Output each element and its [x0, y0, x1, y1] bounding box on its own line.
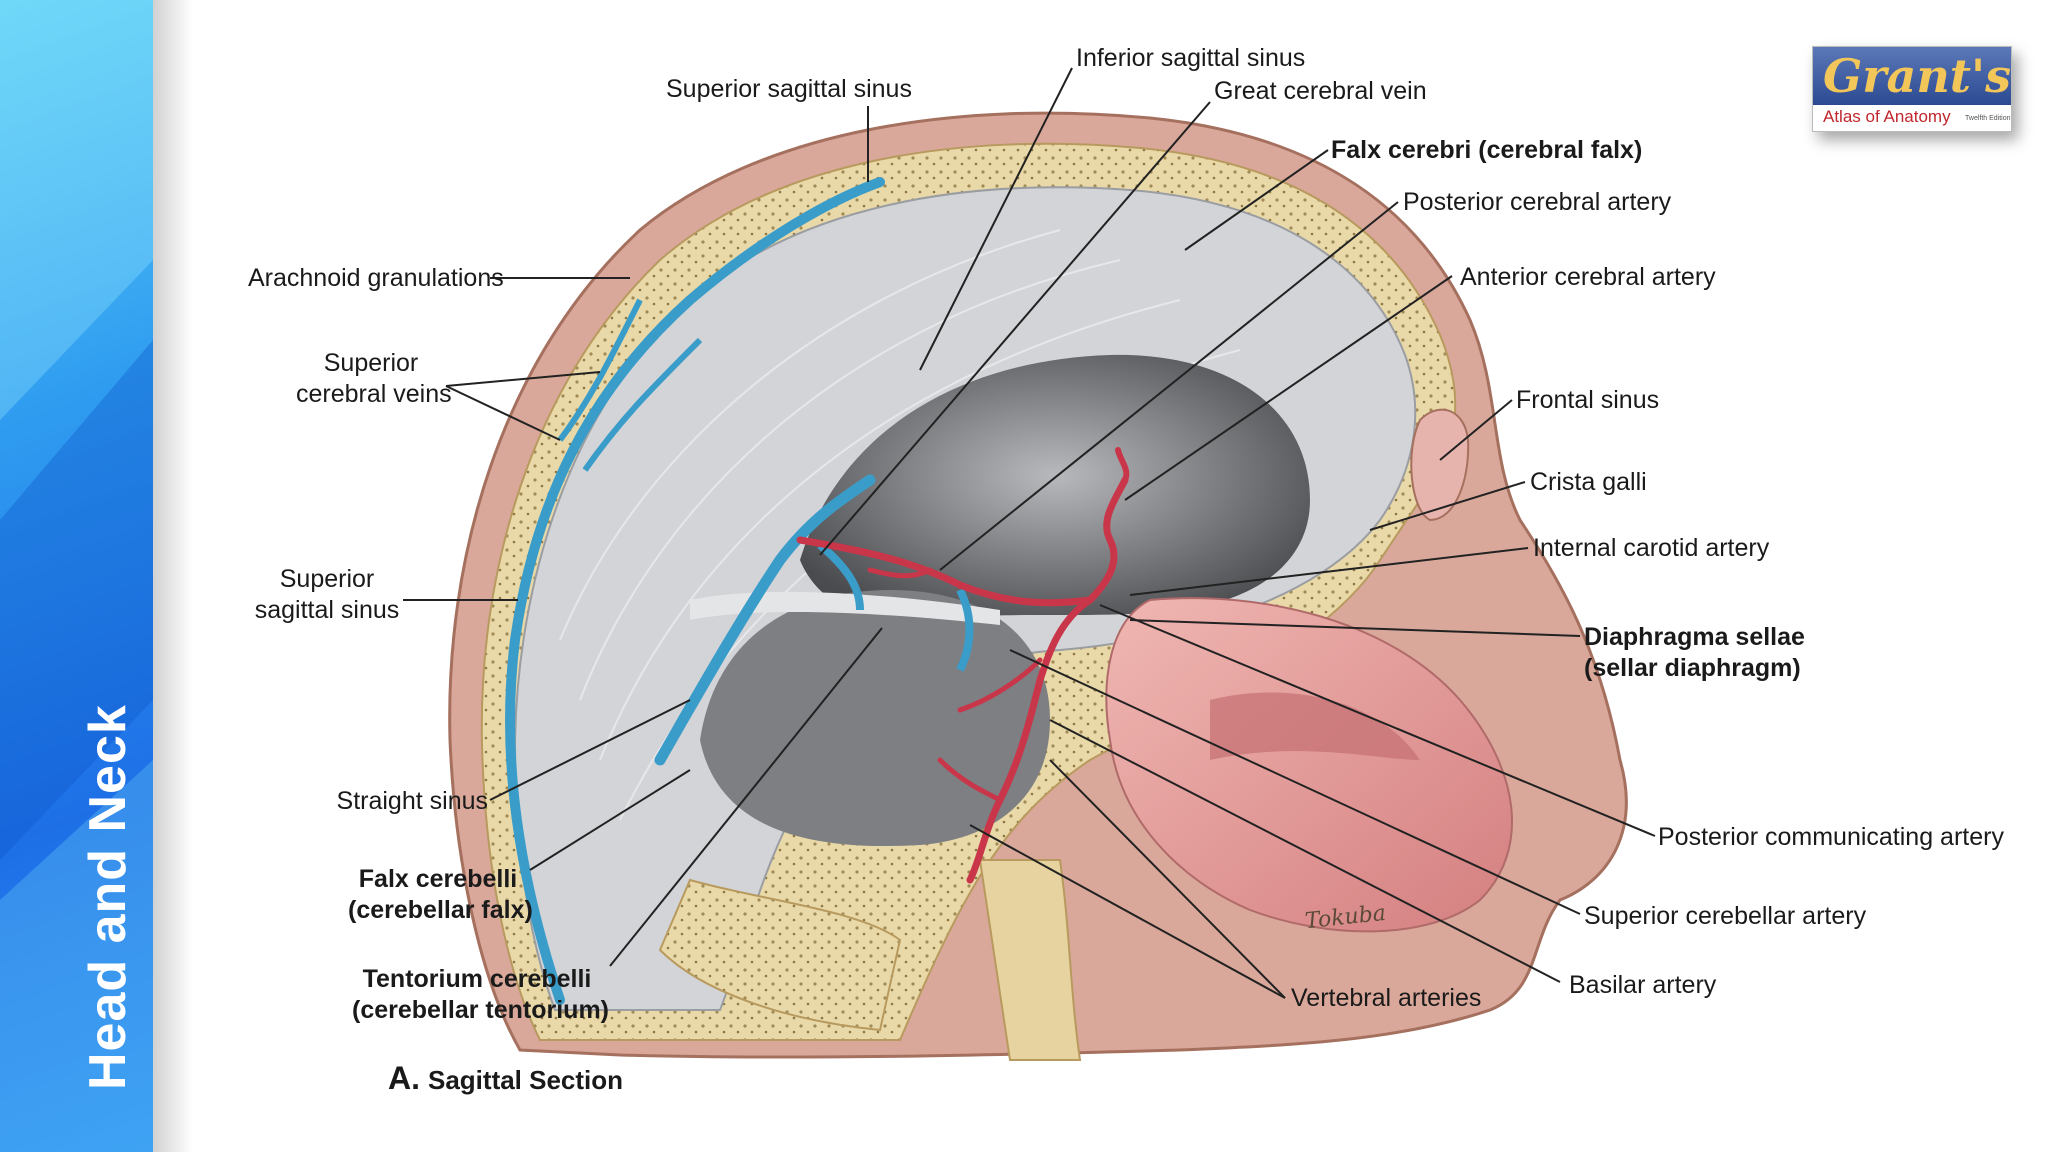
label-anterior-cerebral-artery: Anterior cerebral artery — [1460, 263, 1716, 291]
label-falx-cerebelli: Falx cerebelli (cerebellar falx) — [348, 864, 533, 926]
label-diaphragma-sellae-line2: (sellar diaphragm) — [1584, 654, 1801, 682]
label-tentorium-cerebelli-line2: (cerebellar tentorium) — [352, 996, 610, 1024]
nasal-cavity — [1105, 597, 1514, 933]
straight-sinus-vessel — [654, 474, 876, 766]
superior-cerebral-vein-1 — [557, 298, 643, 442]
great-cerebral-vein-vessel — [817, 541, 864, 611]
superior-sagittal-sinus-vessel — [505, 177, 885, 1005]
label-internal-carotid-artery: Internal carotid artery — [1533, 534, 1770, 562]
label-falx-cerebri: Falx cerebri (cerebral falx) — [1331, 136, 1643, 164]
superior-cerebral-vein-2 — [582, 337, 703, 472]
logo-edition: Twelfth Edition — [1965, 115, 2011, 122]
nasal-concha — [1210, 692, 1420, 760]
caption-text: Sagittal Section — [428, 1065, 624, 1095]
sidebar-band — [0, 0, 153, 1152]
logo-brand: Grant's — [1823, 49, 2011, 103]
label-diaphragma-sellae-line1: Diaphragma sellae — [1584, 623, 1805, 651]
frontal-sinus-shape — [1410, 408, 1470, 522]
label-tentorium-cerebelli-line1: Tentorium cerebelli — [362, 965, 592, 993]
label-great-cerebral-vein: Great cerebral vein — [1214, 77, 1427, 105]
label-basilar-artery: Basilar artery — [1569, 971, 1717, 999]
occipital-bone — [658, 878, 902, 1032]
label-vertebral-arteries: Vertebral arteries — [1291, 984, 1482, 1012]
label-superior-sagittal-sinus-left: Superior sagittal sinus — [254, 564, 400, 626]
tentorium-cerebelli — [690, 591, 1000, 625]
label-falx-cerebelli-line2: (cerebellar falx) — [348, 896, 533, 924]
label-straight-sinus: Straight sinus — [336, 787, 488, 815]
figure-caption: A. Sagittal Section — [388, 1060, 623, 1097]
cerebral-cavity — [800, 354, 1310, 623]
sidebar-decoration — [0, 0, 153, 1152]
caption-letter: A. — [388, 1060, 420, 1096]
label-posterior-cerebral-artery: Posterior cerebral artery — [1403, 188, 1672, 216]
label-superior-cerebral-veins: Superior cerebral veins — [296, 348, 452, 410]
sidebar-shadow — [153, 0, 193, 1152]
label-superior-cerebral-veins-line1: Superior — [323, 349, 419, 377]
label-arachnoid-granulations: Arachnoid granulations — [248, 264, 504, 292]
label-superior-sagittal-sinus-left-line2: sagittal sinus — [254, 596, 400, 624]
grants-atlas-logo: Grant's Atlas of Anatomy Twelfth Edition — [1812, 46, 2012, 132]
label-frontal-sinus: Frontal sinus — [1516, 386, 1660, 414]
label-posterior-communicating-artery: Posterior communicating artery — [1658, 823, 2004, 851]
cervical-spine — [978, 859, 1082, 1061]
label-falx-cerebelli-line1: Falx cerebelli — [358, 865, 518, 893]
label-superior-sagittal-sinus-top: Superior sagittal sinus — [666, 75, 912, 103]
label-tentorium-cerebelli: Tentorium cerebelli (cerebellar tentoriu… — [352, 964, 610, 1026]
label-superior-cerebellar-artery: Superior cerebellar artery — [1584, 902, 1867, 930]
logo-banner — [1813, 47, 2011, 105]
logo-subtitle: Atlas of Anatomy — [1823, 107, 1951, 126]
label-superior-sagittal-sinus-left-line1: Superior — [279, 565, 375, 593]
label-diaphragma-sellae: Diaphragma sellae (sellar diaphragm) — [1584, 622, 1805, 684]
leader-lines — [403, 67, 1656, 999]
label-superior-cerebral-veins-line2: cerebral veins — [296, 380, 452, 408]
label-inferior-sagittal-sinus: Inferior sagittal sinus — [1076, 44, 1306, 72]
label-crista-galli: Crista galli — [1530, 468, 1647, 496]
arterial-tree — [796, 447, 1130, 884]
basal-vein-vessel — [956, 588, 974, 672]
